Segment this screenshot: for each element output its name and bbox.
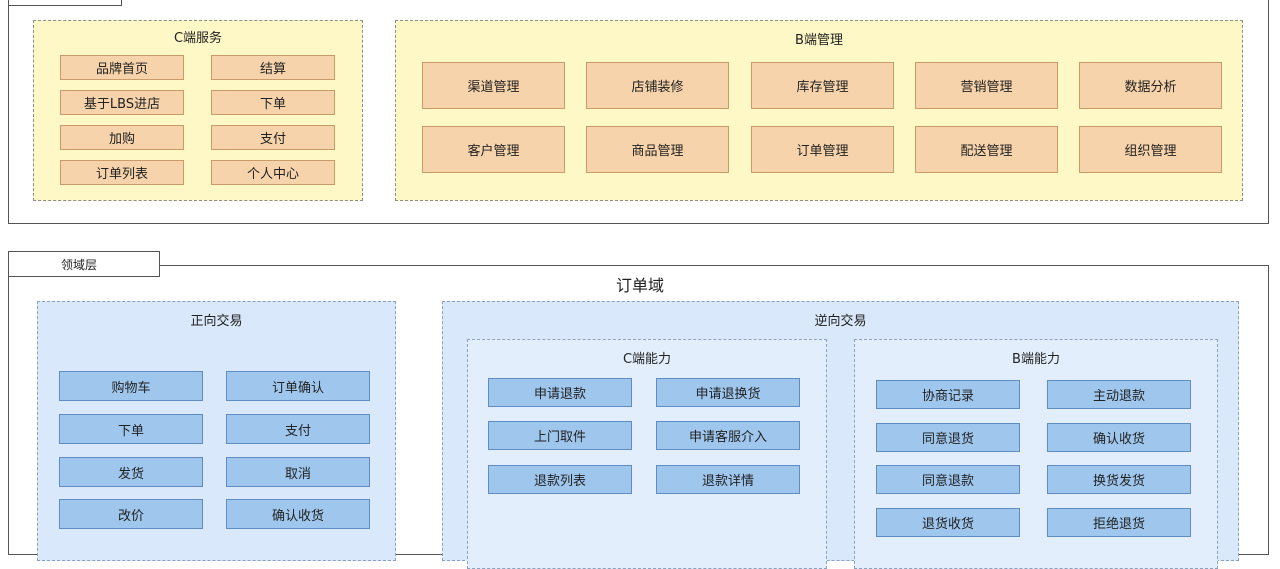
c-service-item[interactable]: 加购	[60, 125, 184, 150]
b-capability-item[interactable]: 退货收货	[876, 508, 1020, 537]
b-capability-item[interactable]: 确认收货	[1047, 423, 1191, 452]
forward-trade-item[interactable]: 支付	[226, 414, 370, 444]
c-service-item[interactable]: 基于LBS进店	[60, 90, 184, 115]
c-capability-item[interactable]: 上门取件	[488, 421, 632, 450]
b-capability-item[interactable]: 换货发货	[1047, 465, 1191, 494]
b-capability-panel: B端能力 协商记录 主动退款 同意退货 确认收货 同意退款 换货发货 退货收货 …	[854, 339, 1218, 569]
forward-trade-item[interactable]: 取消	[226, 457, 370, 487]
b-capability-item[interactable]: 同意退货	[876, 423, 1020, 452]
forward-trade-item[interactable]: 订单确认	[226, 371, 370, 401]
c-service-item[interactable]: 下单	[211, 90, 335, 115]
forward-trade-item[interactable]: 下单	[59, 414, 203, 444]
b-management-item[interactable]: 营销管理	[915, 62, 1058, 109]
forward-trade-panel: 正向交易 购物车 订单确认 下单 支付 发货 取消 改价 确认收货	[37, 301, 396, 561]
domain-title: 订单域	[615, 276, 664, 295]
forward-trade-item[interactable]: 改价	[59, 499, 203, 529]
b-capability-item[interactable]: 同意退款	[876, 465, 1020, 494]
c-service-title: C端服务	[173, 31, 223, 46]
c-capability-title: C端能力	[622, 352, 672, 367]
b-capability-item[interactable]: 拒绝退货	[1047, 508, 1191, 537]
c-capability-panel: C端能力 申请退款 申请退换货 上门取件 申请客服介入 退款列表 退款详情	[467, 339, 827, 569]
b-management-item[interactable]: 配送管理	[915, 126, 1058, 173]
b-management-item[interactable]: 数据分析	[1079, 62, 1222, 109]
b-management-item[interactable]: 订单管理	[751, 126, 894, 173]
reverse-trade-title: 逆向交易	[814, 314, 867, 329]
b-capability-title: B端能力	[1012, 352, 1060, 367]
c-service-panel: C端服务 品牌首页 结算 基于LBS进店 下单 加购 支付 订单列表 个人中心	[33, 20, 363, 201]
reverse-trade-panel: 逆向交易 C端能力 申请退款 申请退换货 上门取件 申请客服介入 退款列表 退款…	[442, 301, 1239, 569]
domain-layer-tab: 领域层	[8, 251, 160, 277]
c-capability-item[interactable]: 退款详情	[656, 465, 800, 494]
domain-layer-label: 领域层	[61, 257, 98, 272]
c-capability-item[interactable]: 申请客服介入	[656, 421, 800, 450]
c-service-item[interactable]: 结算	[211, 55, 335, 80]
c-capability-item[interactable]: 申请退换货	[656, 378, 800, 407]
forward-trade-item[interactable]: 发货	[59, 457, 203, 487]
forward-trade-item[interactable]: 购物车	[59, 371, 203, 401]
b-management-item[interactable]: 库存管理	[751, 62, 894, 109]
c-capability-item[interactable]: 退款列表	[488, 465, 632, 494]
b-capability-item[interactable]: 主动退款	[1047, 380, 1191, 409]
b-management-item[interactable]: 店铺装修	[586, 62, 729, 109]
app-layer-tab	[8, 0, 122, 6]
b-management-title: B端管理	[795, 33, 843, 48]
c-service-item[interactable]: 个人中心	[211, 160, 335, 185]
b-management-item[interactable]: 组织管理	[1079, 126, 1222, 173]
c-capability-item[interactable]: 申请退款	[488, 378, 632, 407]
c-service-item[interactable]: 订单列表	[60, 160, 184, 185]
forward-trade-item[interactable]: 确认收货	[226, 499, 370, 529]
b-capability-item[interactable]: 协商记录	[876, 380, 1020, 409]
b-management-item[interactable]: 渠道管理	[422, 62, 565, 109]
b-management-panel: B端管理 渠道管理 店铺装修 库存管理 营销管理 数据分析 客户管理 商品管理 …	[395, 20, 1243, 201]
c-service-item[interactable]: 品牌首页	[60, 55, 184, 80]
forward-trade-title: 正向交易	[190, 314, 243, 329]
b-management-item[interactable]: 商品管理	[586, 126, 729, 173]
b-management-item[interactable]: 客户管理	[422, 126, 565, 173]
c-service-item[interactable]: 支付	[211, 125, 335, 150]
